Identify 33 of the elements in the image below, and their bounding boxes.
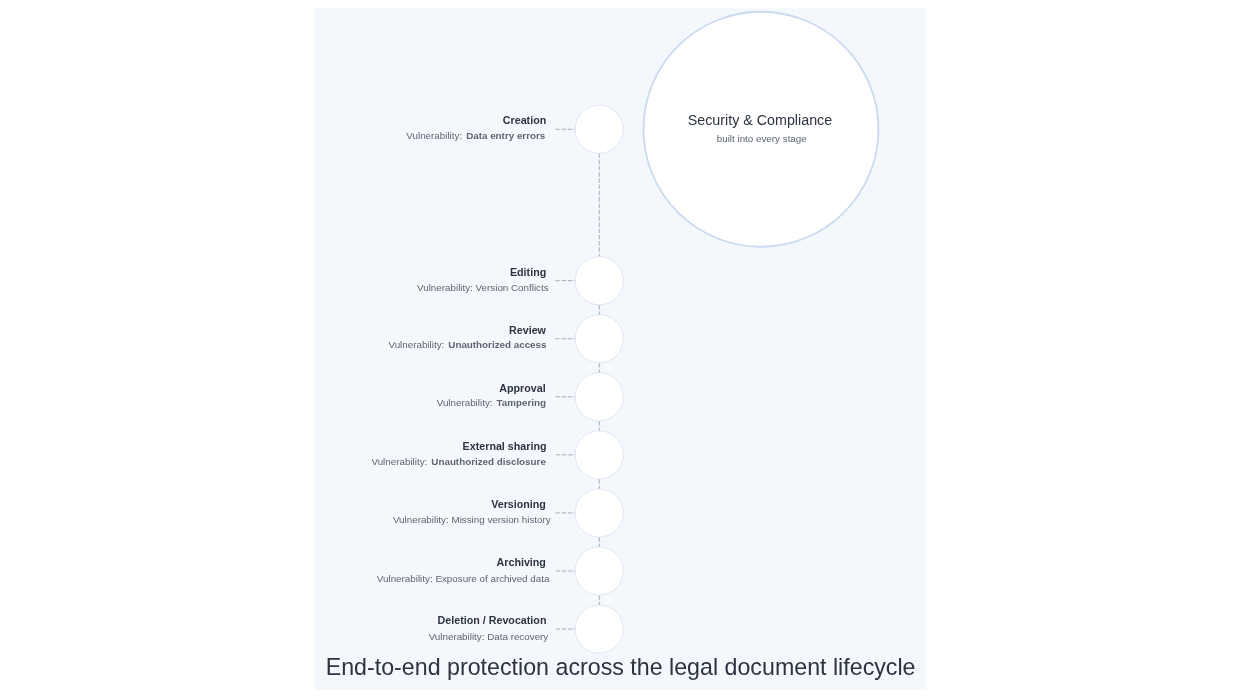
node-text: Archiving Vulnerability: Exposure of archived data	[376, 556, 549, 584]
connector	[598, 304, 600, 316]
connector	[554, 280, 575, 282]
connector	[554, 128, 575, 130]
node-circle	[574, 430, 624, 480]
connector	[554, 454, 576, 456]
node-text: Creation Vulnerability: Data entry errors	[405, 114, 546, 141]
node-circle	[574, 604, 624, 654]
node-text: Approval Vulnerability: Tampering	[436, 381, 546, 409]
node-circle	[574, 314, 624, 364]
node-circle	[574, 372, 624, 422]
connector	[598, 420, 600, 432]
connector	[554, 396, 575, 398]
diagram-title: End-to-end protection across the legal document lifecycle	[325, 654, 916, 681]
node-circle	[574, 256, 624, 306]
connector	[554, 570, 576, 572]
node-text: External sharing Vulnerability: Unauthorized disclosure	[370, 440, 546, 467]
connector	[598, 536, 600, 548]
connector	[598, 595, 600, 606]
connector	[554, 512, 575, 514]
node-circle	[574, 546, 624, 596]
node-circle	[574, 488, 624, 538]
node-circle: Security & Compliance built into every stage	[642, 10, 879, 248]
connector	[598, 362, 600, 374]
connector	[554, 628, 576, 630]
node-text: Editing Vulnerability: Version Conflicts	[416, 265, 549, 294]
connector	[598, 153, 600, 257]
connector	[598, 478, 600, 490]
node-circle	[574, 104, 624, 154]
node-text: Deletion / Revocation Vulnerability: Data recovery	[428, 614, 548, 642]
connector	[554, 338, 576, 340]
node-text: Versioning Vulnerability: Missing version history	[392, 498, 551, 526]
node-text: Review Vulnerability: Unauthorized access	[387, 323, 546, 351]
